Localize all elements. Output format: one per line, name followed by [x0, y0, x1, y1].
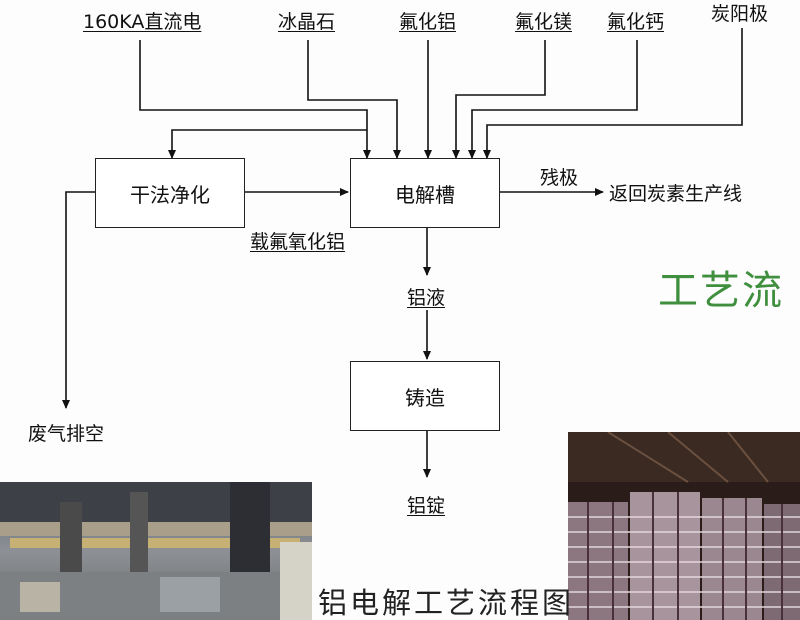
- arrow-exhaust: [62, 191, 96, 409]
- arrow-power: [139, 40, 371, 159]
- arrow-to-dry: [168, 129, 367, 159]
- arrow-fluoride-ca: [468, 40, 638, 159]
- label-aluminum-ingot: 铝锭: [407, 495, 446, 517]
- electrolytic-cell-box: 电解槽: [350, 158, 500, 228]
- input-cryolite: 冰晶石: [278, 11, 336, 33]
- arrow-cryolite: [307, 40, 401, 159]
- banner-title: 工艺流: [658, 268, 784, 314]
- ingot-stack-photo-image: [568, 432, 800, 620]
- label-return-carbon: 返回炭素生产线: [609, 183, 743, 205]
- input-fluoride-mg: 氟化镁: [515, 11, 573, 33]
- input-fluoride-ca: 氟化钙: [607, 11, 665, 33]
- casting-box: 铸造: [350, 361, 500, 431]
- input-power: 160KA直流电: [83, 11, 202, 33]
- ingot-stack-photo: [568, 432, 800, 620]
- input-carbon-anode: 炭阳极: [711, 3, 769, 25]
- diagram-caption: 铝电解工艺流程图: [318, 586, 575, 620]
- casting-label: 铸造: [405, 385, 445, 410]
- dry-purification-label: 干法净化: [130, 182, 210, 207]
- arrow-carbon-anode: [483, 28, 743, 159]
- label-residual-anode: 残极: [540, 167, 579, 189]
- input-fluoride-al: 氟化铝: [399, 11, 457, 33]
- potroom-photo-image: [0, 482, 312, 620]
- label-molten-aluminum: 铝液: [407, 287, 446, 309]
- arrow-fluoride-mg: [452, 40, 546, 159]
- potroom-photo: [0, 482, 312, 620]
- label-loaded-alumina: 载氟氧化铝: [250, 231, 346, 253]
- dry-purification-box: 干法净化: [95, 158, 245, 228]
- electrolytic-cell-label: 电解槽: [395, 182, 455, 207]
- label-exhaust: 废气排空: [28, 423, 105, 445]
